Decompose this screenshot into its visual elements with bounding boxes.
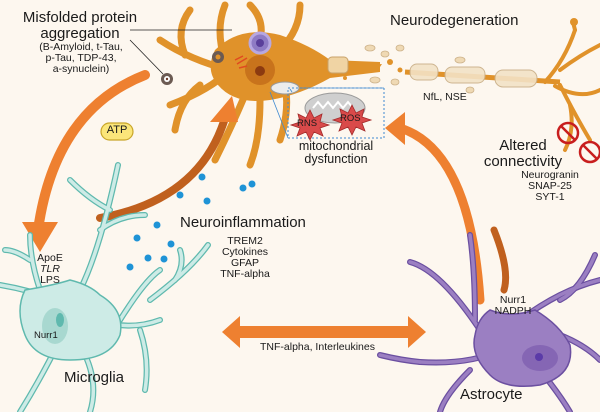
neuron: [156, 1, 600, 169]
altered-line2: connectivity: [483, 152, 563, 170]
arrow-neuron-to-microglia: [33, 70, 150, 235]
atp-badge: [100, 122, 134, 141]
microglia-markers: ApoE TLR LPS: [30, 252, 70, 287]
ros-label: ROS: [340, 113, 361, 124]
astrocyte-soma: [473, 309, 572, 387]
microglia-cell: [0, 162, 211, 412]
arrow-astrocyte-to-neuron: [395, 123, 485, 305]
mitochondrion-small: [270, 81, 300, 95]
marker-item: SYT-1: [535, 191, 565, 204]
protein-aggregate-tangle: [234, 55, 248, 69]
myelin-debris: [364, 44, 475, 94]
myelin-segments: [409, 63, 538, 88]
protein-item: a-synuclein): [52, 63, 110, 76]
caption-line2: dysfunction: [304, 152, 368, 167]
marker-item: TLR: [40, 263, 60, 276]
misfolded-title: Misfolded protein aggregation: [20, 10, 140, 42]
leader-line: [129, 39, 164, 75]
misfolded-proteins-list: (B-Amyloid, t-Tau, p-Tau, TDP-43, a-synu…: [26, 41, 136, 76]
arrow-head: [22, 222, 58, 252]
myelin-sheath: [327, 56, 349, 74]
caption-line1: mitochondrial: [298, 139, 374, 153]
microglia-nucleus-label: Nurr1: [34, 330, 58, 341]
marker-item: Cytokines: [221, 246, 269, 259]
marker-item: ApoE: [37, 252, 63, 264]
arrow-microglia-to-neuron: [96, 114, 229, 222]
inhibition-icons: [556, 121, 600, 164]
misfolded-title-line1: Misfolded protein: [22, 9, 138, 26]
rns-star: [289, 109, 331, 141]
connectivity-markers: Neurogranin SNAP-25 SYT-1: [515, 169, 585, 204]
altered-connectivity-title: Altered connectivity: [478, 138, 568, 170]
arrow-head: [385, 112, 405, 145]
double-arrow-crosstalk: [222, 316, 426, 348]
astrocyte-cell: [377, 232, 600, 412]
neurodegeneration-markers: NfL, NSE: [423, 91, 467, 103]
astrocyte-markers: Nurr1 NADPH: [493, 294, 533, 318]
axon-terminals: [543, 20, 600, 152]
marker-item: TNF-alpha: [220, 268, 270, 281]
protein-item: (B-Amyloid, t-Tau,: [39, 41, 123, 53]
crosstalk-label: TNF-alpha, Interleukines: [260, 341, 375, 353]
microglia-soma: [19, 279, 122, 361]
misfolded-title-line2: aggregation: [40, 24, 120, 42]
rns-label: RNS: [297, 118, 318, 129]
marker-item: NADPH: [494, 305, 532, 318]
neuroinflammation-markers: TREM2 Cytokines GFAP TNF-alpha: [210, 235, 280, 281]
marker-item: GFAP: [230, 257, 259, 270]
mitochondrial-dysfunction-caption: mitochondrial dysfunction: [282, 139, 390, 167]
neuroinflammation-title: Neuroinflammation: [180, 214, 306, 231]
mitochondria-inset-box: [287, 87, 385, 139]
marker-item: LPS: [40, 274, 60, 287]
marker-item: SNAP-25: [528, 180, 572, 193]
ros-star: [331, 104, 373, 136]
microglia-label: Microglia: [64, 369, 125, 386]
axon-fragments: [343, 59, 403, 80]
marker-item: Neurogranin: [521, 169, 579, 181]
cytokine-dots: [126, 173, 256, 271]
arrow-head: [210, 96, 238, 122]
marker-item: TREM2: [227, 235, 263, 247]
marker-item: Nurr1: [499, 294, 527, 306]
altered-line1: Altered: [499, 137, 547, 154]
protein-aggregates: [161, 51, 224, 85]
astrocyte-label: Astrocyte: [460, 386, 523, 403]
neurodegeneration-title: Neurodegeneration: [390, 12, 519, 29]
atp-label: ATP: [106, 124, 128, 136]
protein-item: p-Tau, TDP-43,: [45, 52, 117, 65]
